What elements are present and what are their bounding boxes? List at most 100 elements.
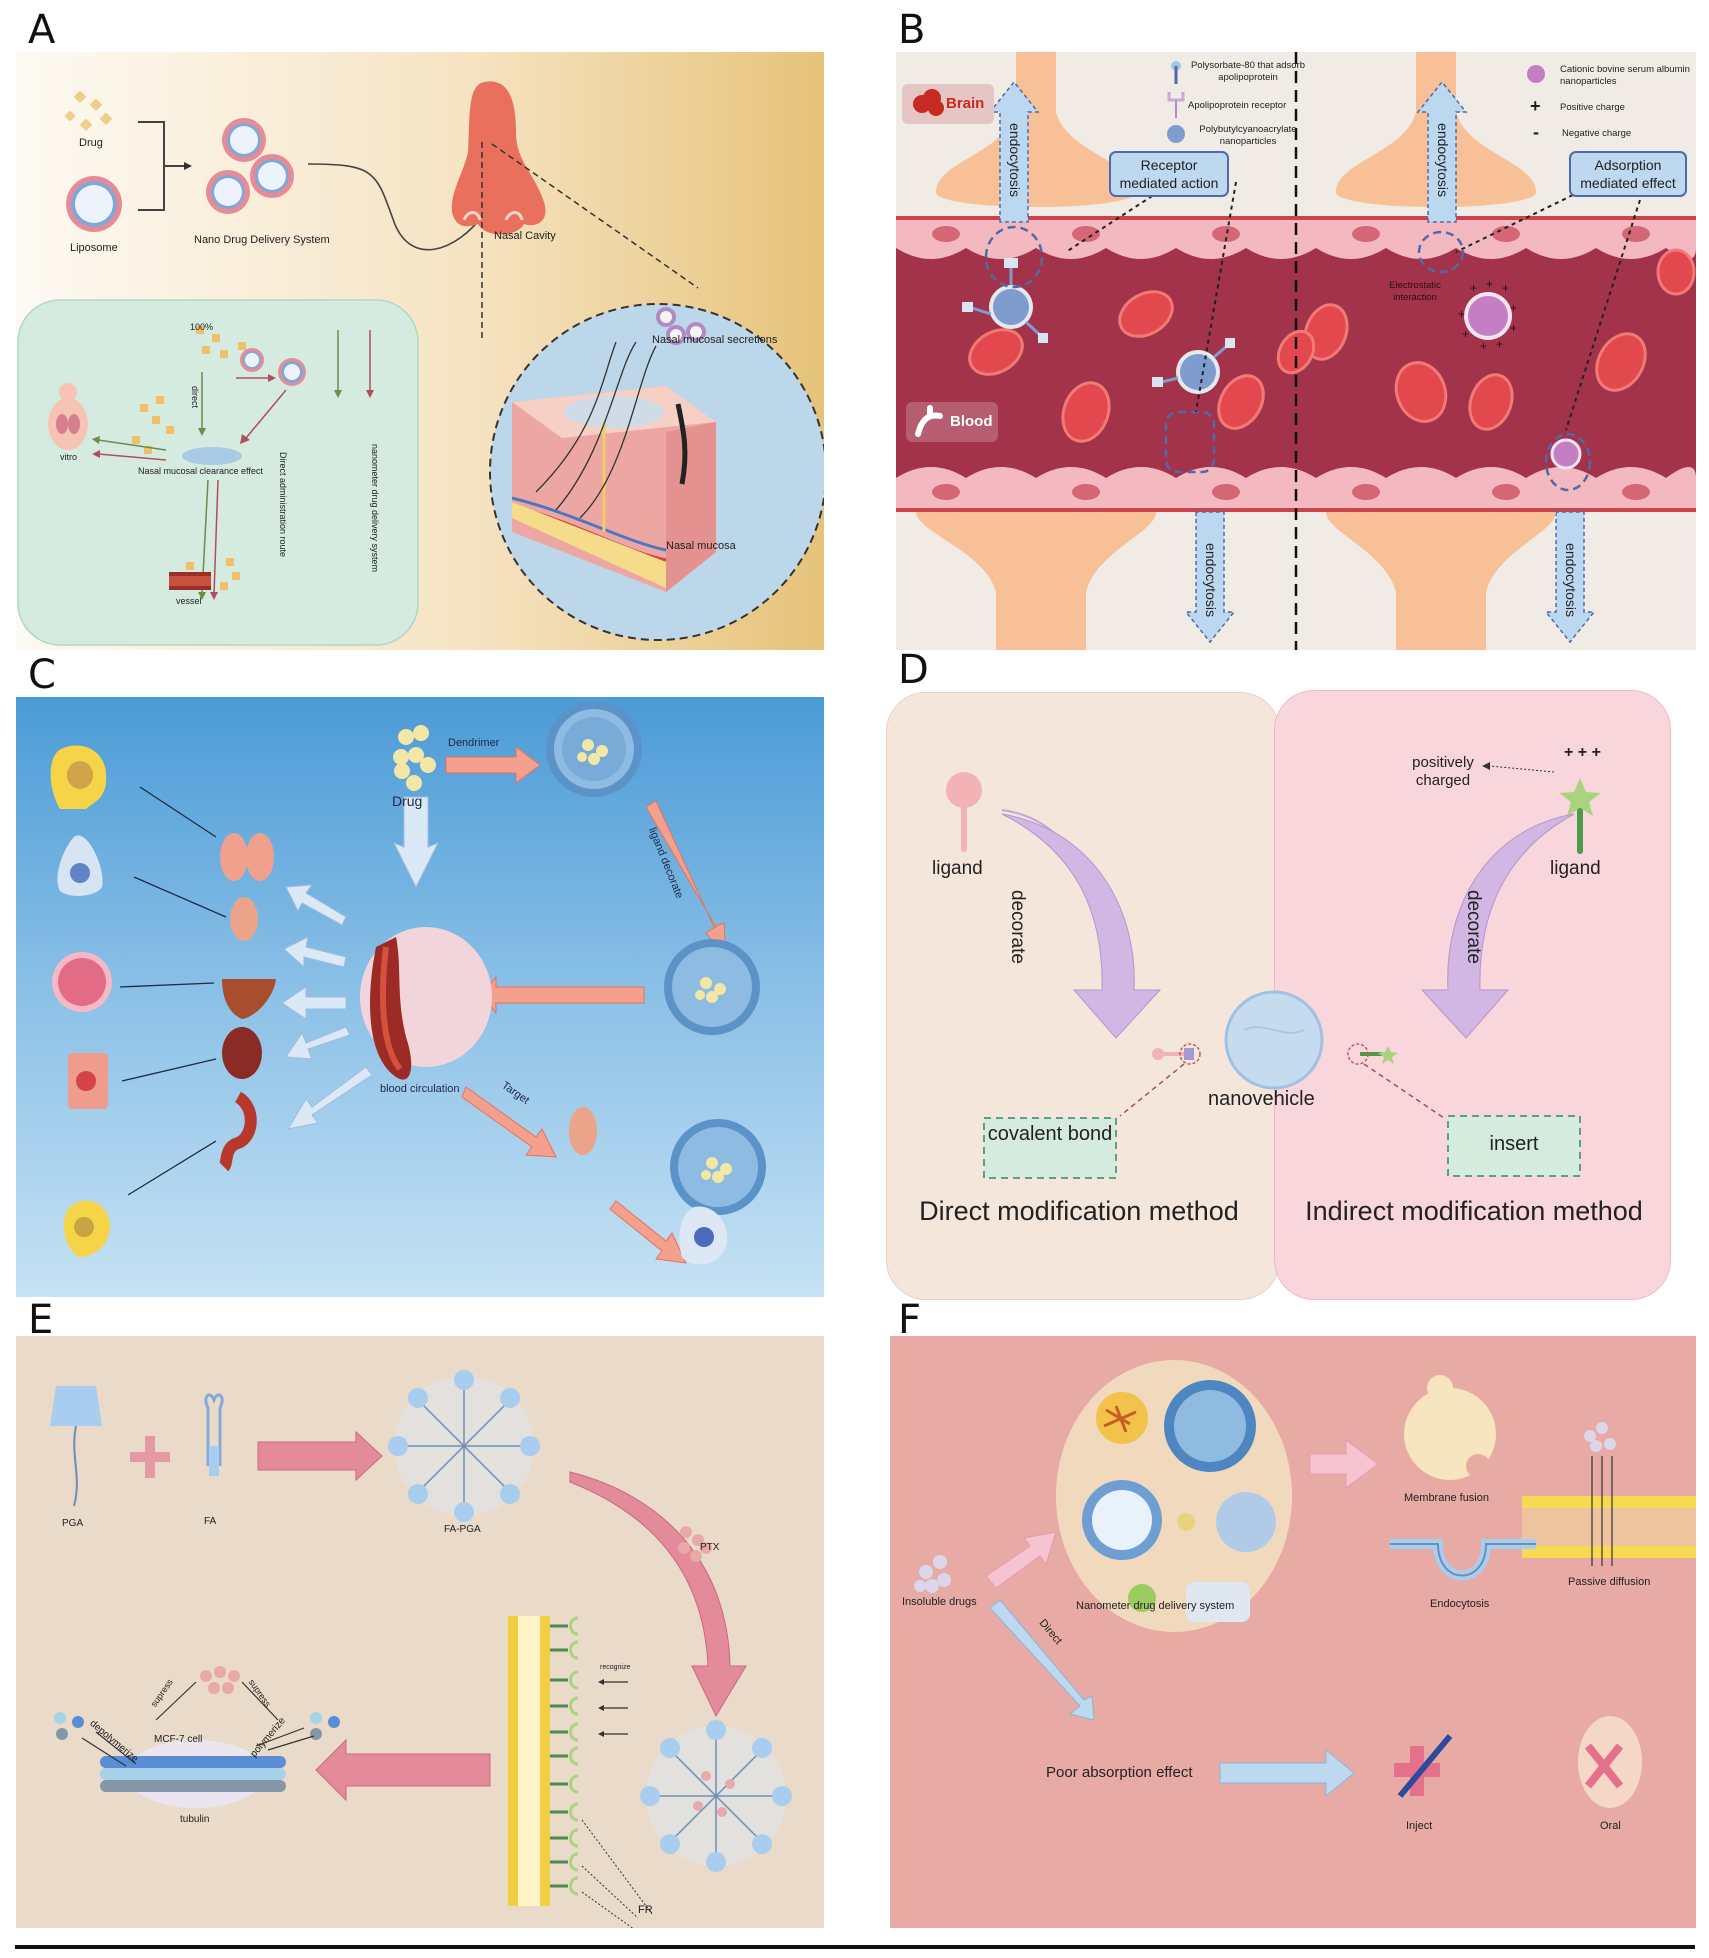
diffusing-drug (1584, 1422, 1616, 1452)
drug-icon (64, 90, 113, 132)
inject-icon (1394, 1734, 1453, 1798)
nano-system-label: Nanometer drug delivery system (1076, 1600, 1235, 1612)
blood-label: Blood (950, 413, 993, 430)
panel-a-art (17, 81, 824, 646)
fa-icon (204, 1393, 224, 1476)
receptor-box-text: Receptor mediated action (1119, 157, 1219, 191)
tubulin-dimers-left (54, 1712, 84, 1740)
liposome-icon (66, 176, 122, 232)
clearance-inset (17, 299, 419, 646)
pga-label: PGA (62, 1518, 84, 1529)
polymer-particle (1216, 1492, 1276, 1552)
nanovehicle-icon (1224, 990, 1324, 1090)
nose-icon (451, 81, 546, 235)
endocytosis-arrow-up-right (1416, 80, 1468, 223)
label-drug: Drug (79, 137, 103, 149)
ptx-icon (678, 1526, 712, 1562)
poor-absorption-label: Poor absorption effect (1046, 1764, 1193, 1781)
panel-d: ligand ligand decorate decorate positive… (884, 690, 1694, 1304)
label-direct: direct (190, 385, 201, 409)
folate-receptors (550, 1624, 568, 1888)
label-liposome: Liposome (70, 242, 118, 254)
lungs-body-icon (48, 383, 88, 450)
drug-label: Drug (392, 793, 423, 809)
neuron-top-left (936, 52, 1136, 207)
target-arrow-2 (609, 1200, 687, 1264)
svg-text:+: + (1502, 281, 1509, 295)
plus-charges-label: + + + (1564, 744, 1601, 761)
panel-e-art (50, 1370, 792, 1928)
decorated-dendrimer-2 (670, 1119, 766, 1215)
drug-loaded-micelle-icon (640, 1720, 792, 1872)
vessel-icon (169, 572, 211, 590)
insoluble-drugs-label: Insoluble drugs (902, 1596, 977, 1608)
svg-text:+: + (1496, 337, 1503, 351)
legend-positive: Positive charge (1560, 102, 1625, 113)
label-secretions: Nasal mucosal secretions (652, 334, 778, 346)
decorate-arrow-left (1001, 813, 1162, 1039)
legend-direct-route: Direct administration route (278, 452, 288, 558)
mucosa-tissue-icon (511, 386, 716, 592)
label-vitro: vitro (60, 452, 78, 462)
synthesis-arrow (257, 1430, 383, 1482)
lungs-icon (220, 833, 274, 881)
ligand-pink-icon (946, 772, 982, 852)
ptx-label: PTX (700, 1542, 720, 1553)
svg-text:+: + (1510, 321, 1517, 335)
label-mucosa: Nasal mucosa (666, 540, 736, 552)
nano-system-circle (1056, 1360, 1292, 1632)
label-clearance: Nasal mucosal clearance effect (138, 466, 263, 476)
oral-label: Oral (1600, 1820, 1621, 1832)
endocytosis-label-3: endocytosis (1202, 543, 1219, 617)
dendrimer-label: Dendrimer (448, 737, 500, 749)
panel-f: Insoluble drugs Nanometer drug delivery … (890, 1336, 1696, 1928)
organs (218, 833, 597, 1172)
endocytosis-arrow-down-left (1184, 511, 1236, 644)
tubulin-arrow (315, 1738, 491, 1802)
legend-receptor: Apolipoprotein receptor (1188, 100, 1287, 111)
pbca-legend-icon (1167, 125, 1185, 143)
legend-nano-system: nanometer drug delivery system (370, 444, 380, 573)
ligand-star-icon (1559, 778, 1601, 854)
panel-f-art (914, 1360, 1696, 1808)
red-blood-cells (968, 248, 1696, 443)
legend-minus-symbol: - (1533, 122, 1539, 142)
covalent-bond-box (983, 1117, 1117, 1179)
fa-label: FA (204, 1516, 217, 1527)
panel-f-letter: F (898, 1297, 922, 1343)
covalent-bond-label: covalent bond (987, 1123, 1113, 1145)
fa-pga-label: FA-PGA (444, 1524, 481, 1535)
legend-plus-symbol: + (1530, 96, 1541, 116)
endocytosis-label: Endocytosis (1430, 1598, 1490, 1610)
svg-text:+: + (1462, 327, 1469, 341)
mcf7-label: MCF-7 cell (154, 1734, 203, 1745)
decorated-dendrimer-1 (664, 939, 760, 1035)
panel-c-letter: C (28, 652, 56, 698)
kidney-icon (230, 897, 258, 941)
pbca-nanoparticle-2 (1152, 338, 1235, 394)
drug-dots (393, 725, 436, 791)
direct-arrow (989, 1599, 1095, 1721)
membrane-fusion-label: Membrane fusion (1404, 1492, 1489, 1504)
endocytosis-label-2: endocytosis (1434, 123, 1451, 197)
distribution-arrows (281, 884, 373, 1130)
svg-text:+: + (1470, 281, 1477, 295)
panel-b-art: +++++++++ (896, 52, 1696, 650)
panel-e-letter: E (28, 1297, 54, 1343)
neuron-bottom-left (916, 512, 1156, 650)
svg-text:+: + (1458, 307, 1465, 321)
label-nano-system: Nano Drug Delivery System (194, 234, 330, 246)
fa-pga-micelle-icon (388, 1370, 540, 1522)
dendrimer-icon (546, 701, 642, 797)
blood-icon (915, 405, 943, 437)
oral-icon (1578, 1716, 1642, 1808)
tubulin-dimers-right (310, 1712, 340, 1740)
endocytosis-arrow-down-right (1544, 511, 1596, 644)
panel-a: Drug Liposome Nano Drug Delivery System … (16, 52, 824, 650)
blood-circulation-label: blood circulation (380, 1083, 460, 1095)
attached-ligand-left (1152, 1048, 1194, 1060)
liver-icon (222, 979, 276, 1019)
ligand-left-label: ligand (932, 858, 983, 879)
dendrimer-particle (1177, 1513, 1195, 1531)
return-arrow (481, 975, 645, 1015)
